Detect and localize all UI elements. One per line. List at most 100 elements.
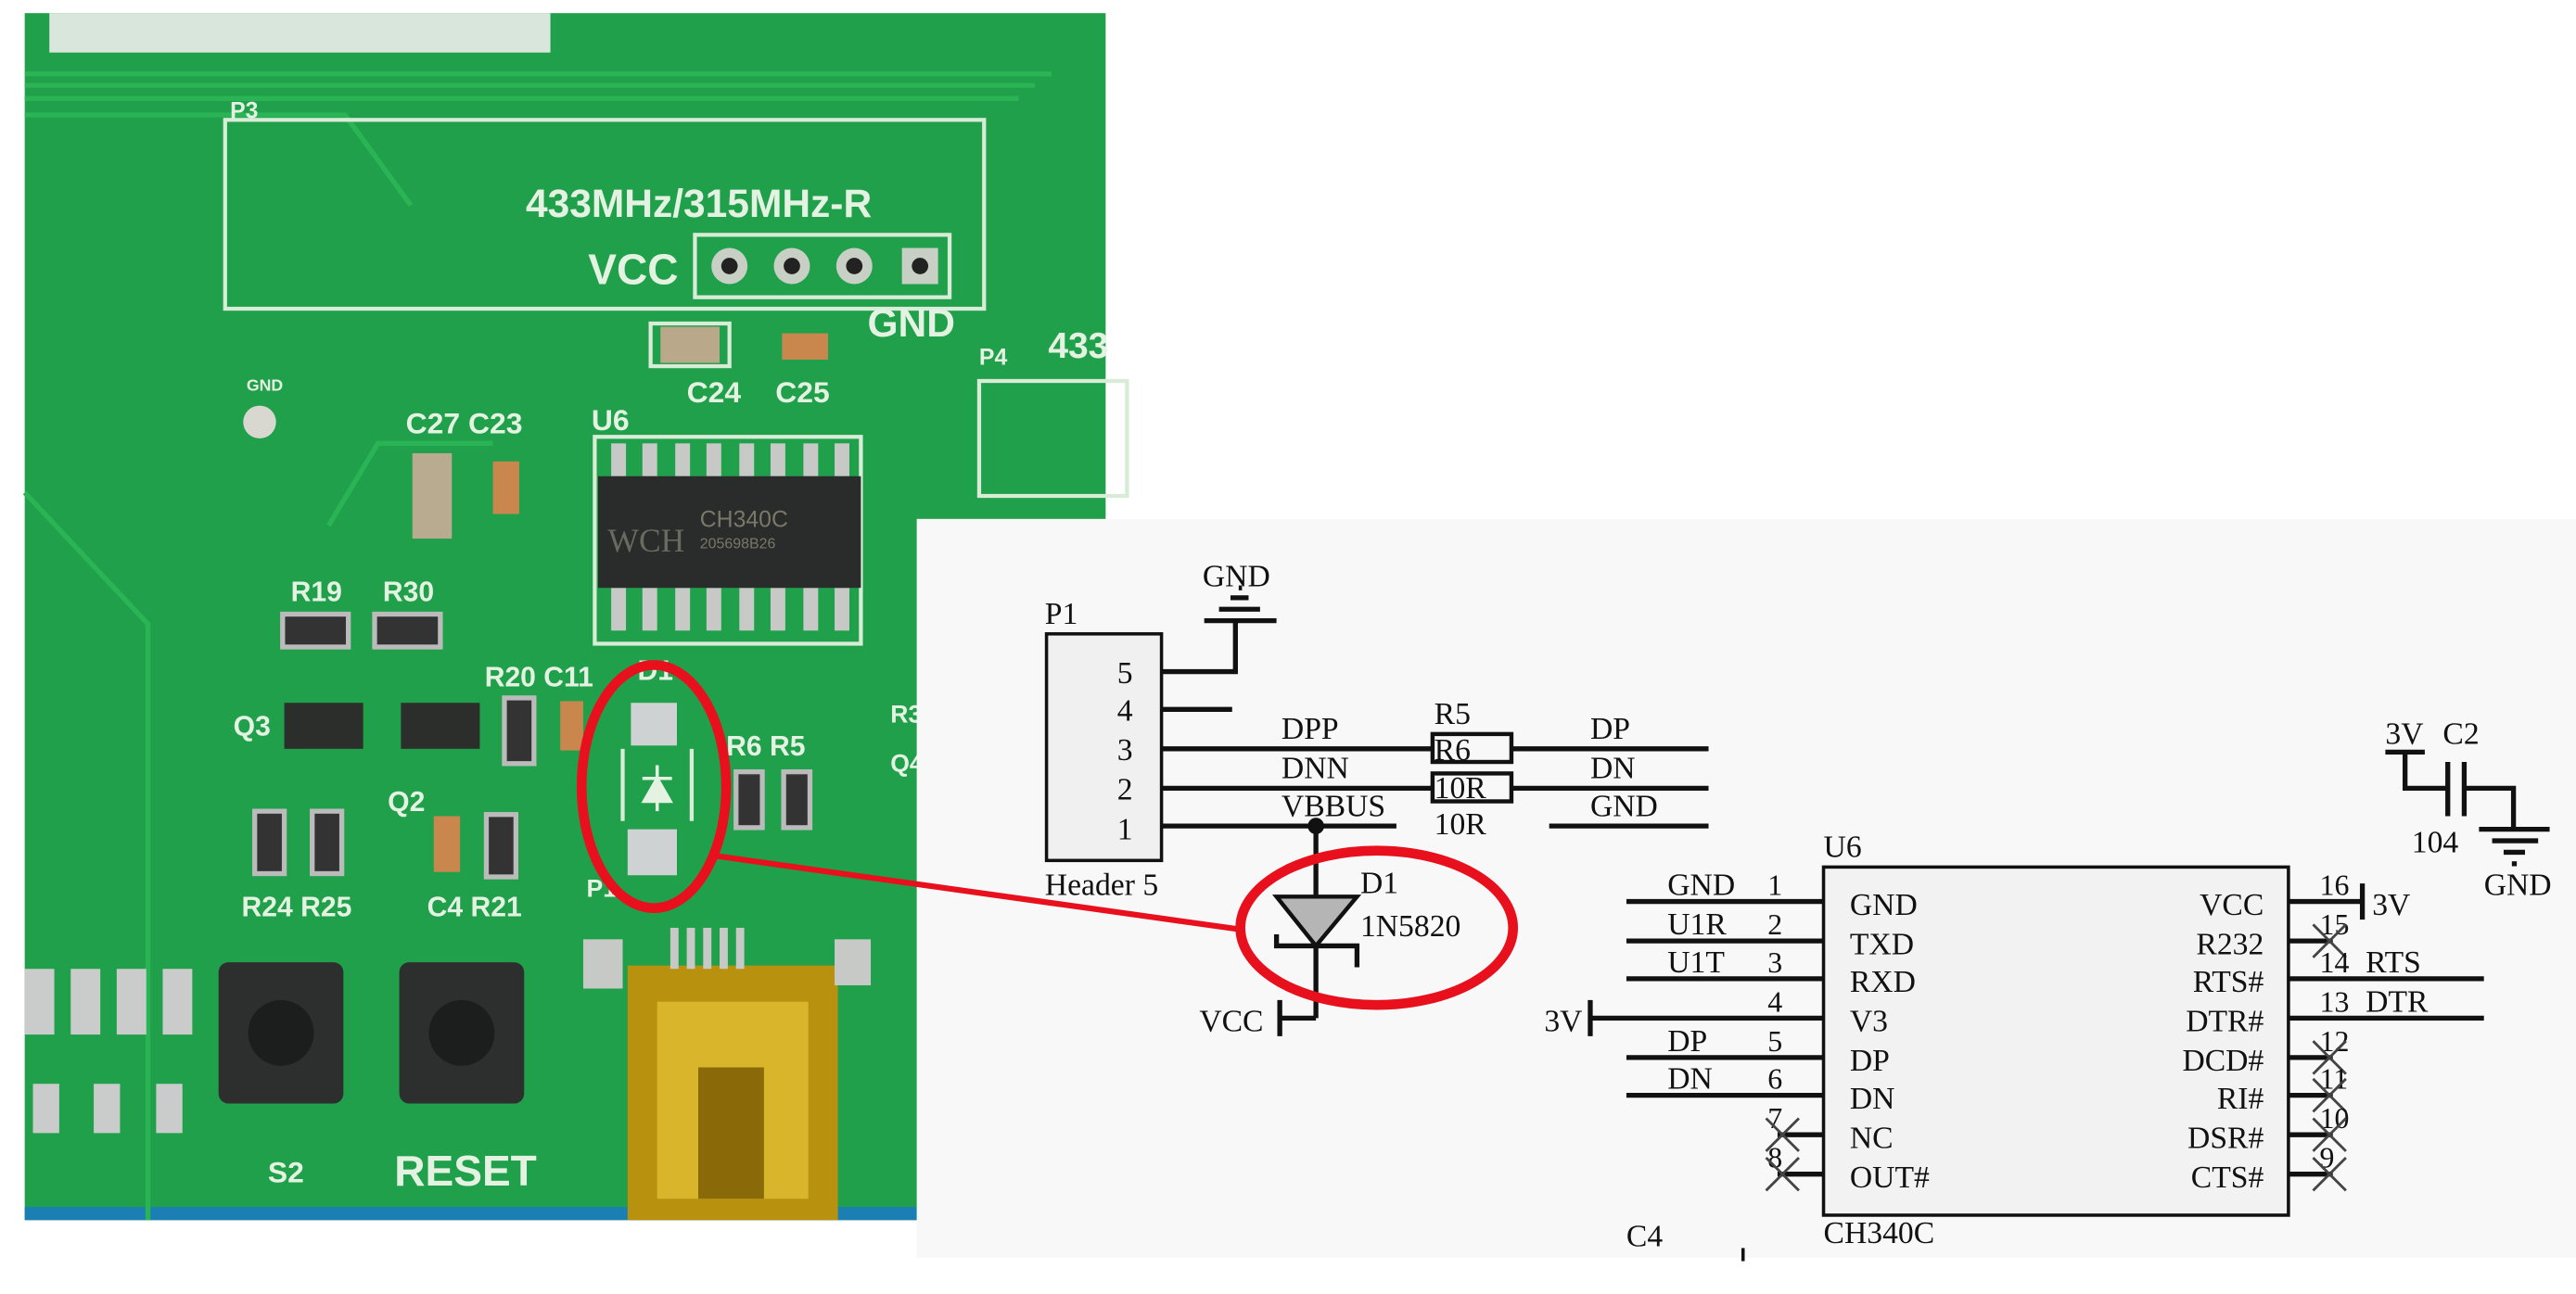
pin-name: TXD bbox=[1850, 927, 1914, 961]
pin-name: DTR# bbox=[2186, 1005, 2264, 1039]
no-connect-icon bbox=[1765, 1156, 1800, 1192]
ground-symbol-icon bbox=[2479, 826, 2550, 867]
no-connect-icon bbox=[2312, 1040, 2347, 1075]
pin-name: RTS# bbox=[2193, 965, 2264, 999]
net-label: DN bbox=[1667, 1062, 1713, 1097]
transistor-q3 bbox=[284, 703, 363, 749]
pin-number: 6 bbox=[1767, 1063, 1782, 1096]
silk-c24: C24 bbox=[687, 375, 742, 409]
silk-p3: P3 bbox=[230, 99, 258, 124]
pin-number: 5 bbox=[1767, 1025, 1782, 1058]
net-label: 3V bbox=[2372, 888, 2410, 922]
pin-number: 16 bbox=[2320, 869, 2350, 902]
no-connect-icon bbox=[1765, 1117, 1800, 1152]
capacitor-c27 bbox=[412, 452, 453, 539]
pin-number: 14 bbox=[2320, 946, 2350, 979]
net-dnn: DNN bbox=[1282, 752, 1349, 786]
pin-number: 3 bbox=[1767, 946, 1782, 979]
connector-line bbox=[712, 852, 1242, 932]
silk-reset: RESET bbox=[394, 1147, 537, 1195]
led-resistors bbox=[24, 969, 193, 1134]
p1-ref: P1 bbox=[1045, 597, 1078, 631]
net-label: GND bbox=[1667, 869, 1735, 903]
u6-pins: 1GNDGND2TXDU1R3RXDU1T4V33V5DPDP6DNDN7NC8… bbox=[1544, 869, 2484, 1195]
pin-number: 8 bbox=[1767, 1142, 1782, 1174]
silk-gnd-pad: GND bbox=[247, 376, 284, 395]
p1-name: Header 5 bbox=[1045, 869, 1158, 903]
pin-name: NC bbox=[1850, 1121, 1894, 1155]
silk-r6-r5: R6 R5 bbox=[726, 731, 805, 762]
net-vbbus: VBBUS bbox=[1282, 789, 1385, 823]
c2-ref: C2 bbox=[2442, 717, 2479, 752]
net-label: RTS bbox=[2366, 945, 2421, 980]
silk-p4-text: 433 bbox=[1048, 326, 1108, 366]
chip-code: 205698B26 bbox=[700, 537, 776, 552]
pin-name: R232 bbox=[2196, 927, 2264, 961]
no-connect-icon bbox=[2312, 1077, 2347, 1113]
u6-ref: U6 bbox=[1824, 831, 1862, 865]
pin-number: 2 bbox=[1767, 908, 1782, 941]
silk-q2: Q2 bbox=[388, 787, 425, 818]
net-label: U1R bbox=[1667, 907, 1727, 942]
r5-value: 10R bbox=[1435, 771, 1487, 806]
pin-name: V3 bbox=[1850, 1005, 1888, 1039]
net-gnd: GND bbox=[1590, 789, 1658, 823]
no-connect-icon bbox=[2312, 1156, 2347, 1192]
pin-name: DN bbox=[1850, 1082, 1895, 1116]
silk-q3: Q3 bbox=[234, 712, 271, 742]
header-holes bbox=[711, 247, 938, 285]
chip-name: CH340C bbox=[700, 508, 788, 533]
pin-number: 7 bbox=[1767, 1102, 1782, 1135]
net-label: DTR bbox=[2366, 984, 2429, 1019]
silk-module-label: 433MHz/315MHz-R bbox=[526, 183, 872, 226]
resistor-r6 bbox=[1430, 771, 1514, 804]
net-dpp: DPP bbox=[1282, 712, 1339, 746]
pin-name: RI# bbox=[2217, 1082, 2264, 1116]
silk-r24-r25: R24 R25 bbox=[242, 893, 352, 923]
pin-name: DP bbox=[1850, 1044, 1890, 1078]
c4-ref: C4 bbox=[1626, 1220, 1663, 1254]
pin-name: CTS# bbox=[2191, 1161, 2264, 1195]
r6-value: 10R bbox=[1435, 807, 1487, 842]
p1-pin: 3 bbox=[1117, 733, 1133, 768]
silk-vcc: VCC bbox=[588, 245, 678, 293]
pin-number: 13 bbox=[2320, 985, 2350, 1018]
c2-net-top: 3V bbox=[2385, 717, 2423, 752]
d1-part: 1N5820 bbox=[1360, 909, 1460, 944]
c2-value: 104 bbox=[2412, 825, 2459, 859]
ch340c-ic bbox=[1821, 865, 2290, 1217]
gnd-symbol-label: GND bbox=[1203, 559, 1270, 593]
no-connect-icon bbox=[2312, 923, 2347, 958]
photo-highlight-ellipse bbox=[576, 660, 732, 913]
u6-part: CH340C bbox=[1824, 1216, 1935, 1250]
pin-number: 4 bbox=[1767, 985, 1782, 1018]
p1-pin: 5 bbox=[1117, 656, 1133, 691]
c2-net-bottom: GND bbox=[2484, 869, 2552, 903]
pin-name: VCC bbox=[2200, 888, 2264, 922]
p3-outline bbox=[223, 118, 987, 311]
silk-s2: S2 bbox=[268, 1156, 304, 1189]
schottky-diode-icon bbox=[1271, 894, 1362, 968]
silk-c25: C25 bbox=[775, 375, 829, 409]
silk-r30: R30 bbox=[383, 577, 434, 607]
silk-c4-r21: C4 R21 bbox=[427, 893, 522, 923]
pin-number: 9 bbox=[2320, 1142, 2335, 1174]
pin-name: OUT# bbox=[1850, 1161, 1930, 1195]
p1-pin: 1 bbox=[1117, 812, 1133, 846]
chip-pins bbox=[611, 443, 849, 631]
schematic-panel: GND P1 5 4 3 2 1 Header 5 DPP DNN VBBUS … bbox=[916, 518, 2576, 1262]
net-label: 3V bbox=[1544, 1005, 1582, 1039]
net-dp: DP bbox=[1590, 712, 1630, 746]
ch340c-chip bbox=[597, 476, 861, 589]
ground-symbol-icon bbox=[1204, 585, 1277, 624]
silk-r20-c11: R20 C11 bbox=[485, 663, 593, 693]
diode-pad-bottom bbox=[627, 829, 677, 876]
pin-name: DSR# bbox=[2187, 1121, 2264, 1155]
pin-name: DCD# bbox=[2182, 1044, 2264, 1078]
silk-gnd: GND bbox=[867, 302, 954, 346]
header-p1 bbox=[1044, 632, 1164, 863]
capacitor-c23 bbox=[492, 461, 519, 514]
p1-pin: 2 bbox=[1117, 773, 1133, 807]
